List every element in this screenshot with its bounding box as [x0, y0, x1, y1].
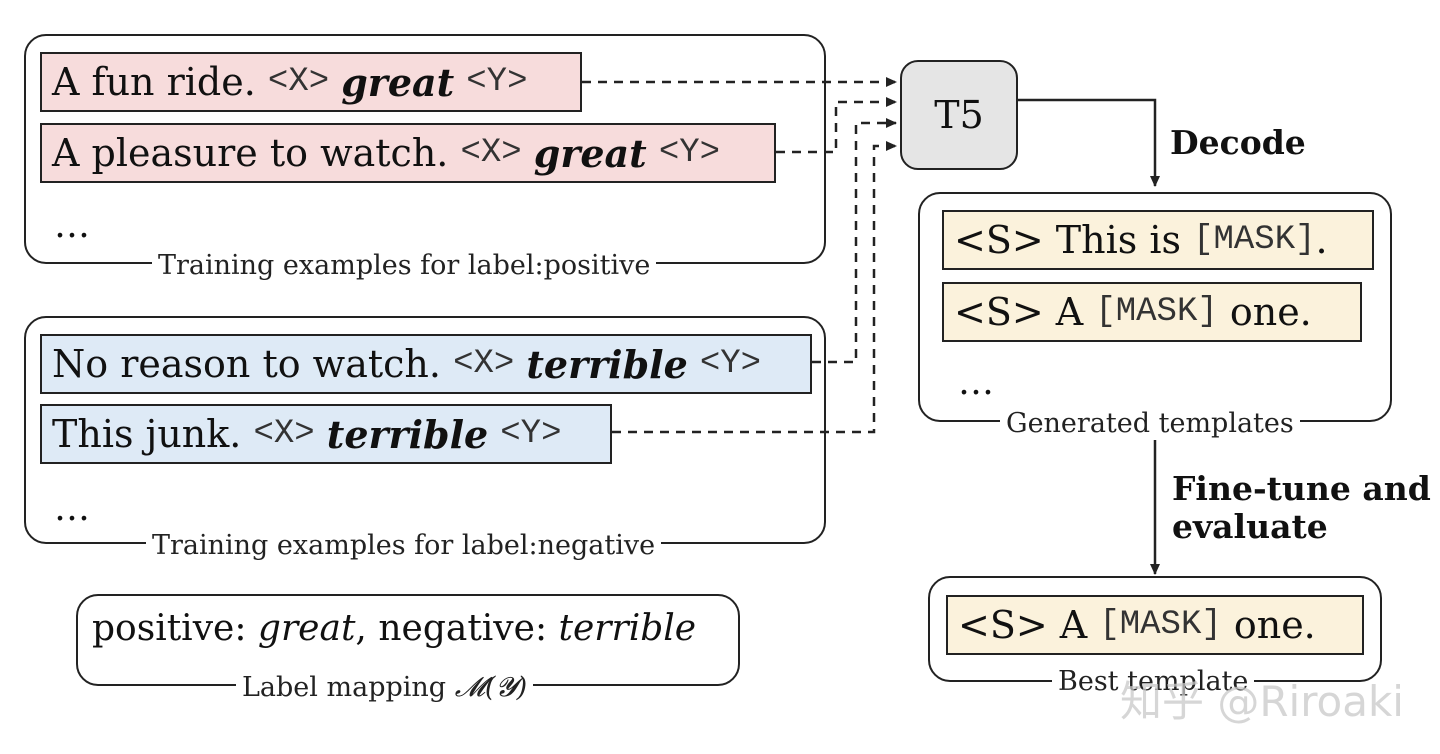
template-suffix: one.	[1229, 290, 1312, 334]
y-token: <Y>	[500, 415, 562, 453]
x-token: <X>	[453, 345, 515, 383]
y-token: <Y>	[466, 63, 528, 101]
label-mapping-text: positive: great, negative: terrible	[92, 608, 696, 649]
positive-group-caption: Training examples for label:positive	[152, 252, 657, 279]
decode-arrow	[1018, 98, 1160, 187]
label-word: great	[533, 130, 647, 176]
t5-model-box: T5	[900, 60, 1018, 170]
mapping-negative-key: negative:	[378, 608, 548, 649]
dashed-arrow-ex2	[776, 97, 897, 154]
finetune-step-label: Fine-tune and evaluate	[1172, 470, 1431, 546]
positive-example-1: A fun ride. <X> great <Y>	[40, 52, 582, 112]
label-word: great	[341, 59, 455, 105]
generated-template-1: <S> This is [MASK].	[942, 210, 1374, 270]
label-word: terrible	[326, 411, 489, 457]
mapping-caption-math: 𝓜(𝓨)	[454, 672, 528, 703]
y-token: <Y>	[658, 134, 721, 172]
positive-example-2: A pleasure to watch. <X> great <Y>	[40, 123, 776, 183]
positive-ellipsis: …	[54, 205, 90, 246]
negative-group-caption: Training examples for label:negative	[146, 532, 662, 559]
dashed-arrow-ex3	[812, 118, 897, 364]
y-token: <Y>	[699, 345, 762, 383]
negative-ellipsis: …	[54, 488, 90, 529]
negative-example-1: No reason to watch. <X> terrible <Y>	[40, 334, 812, 394]
mapping-caption-text: Label mapping	[242, 672, 447, 703]
example-text: No reason to watch.	[52, 342, 441, 386]
mapping-positive-key: positive:	[92, 608, 247, 649]
label-mapping-caption: Label mapping 𝓜(𝓨)	[236, 672, 534, 703]
decode-step-label: Decode	[1170, 123, 1306, 162]
generated-template-2: <S> A [MASK] one.	[942, 282, 1362, 342]
best-template-caption: Best template	[1052, 668, 1255, 695]
template-suffix: one.	[1233, 603, 1316, 647]
x-token: <X>	[460, 134, 522, 172]
mapping-positive-word: great	[257, 608, 356, 649]
finetune-line-1: Fine-tune and	[1172, 469, 1431, 508]
example-text: A pleasure to watch.	[52, 131, 449, 175]
watermark: 知乎 @Riroaki	[1120, 677, 1404, 726]
x-token: <X>	[267, 63, 330, 101]
example-text: This junk.	[52, 412, 242, 456]
template-prefix: <S> A	[954, 290, 1084, 334]
finetune-line-2: evaluate	[1172, 506, 1328, 546]
generated-templates-caption: Generated templates	[1000, 410, 1300, 437]
x-token: <X>	[253, 415, 315, 453]
negative-example-2: This junk. <X> terrible <Y>	[40, 404, 612, 464]
mask-token: [MASK]	[1193, 221, 1316, 259]
best-template: <S> A [MASK] one.	[946, 595, 1364, 655]
mask-token: [MASK]	[1095, 293, 1218, 331]
template-prefix: <S> A	[958, 603, 1088, 647]
mapping-negative-word: terrible	[558, 608, 697, 649]
label-word: terrible	[526, 341, 688, 387]
dashed-arrow-ex4	[612, 141, 897, 434]
example-text: A fun ride.	[52, 60, 256, 104]
mapping-separator: ,	[355, 608, 367, 649]
mask-token: [MASK]	[1099, 606, 1222, 644]
generated-ellipsis: …	[958, 362, 994, 403]
template-prefix: <S> This is	[954, 218, 1181, 262]
template-suffix: .	[1315, 218, 1328, 262]
